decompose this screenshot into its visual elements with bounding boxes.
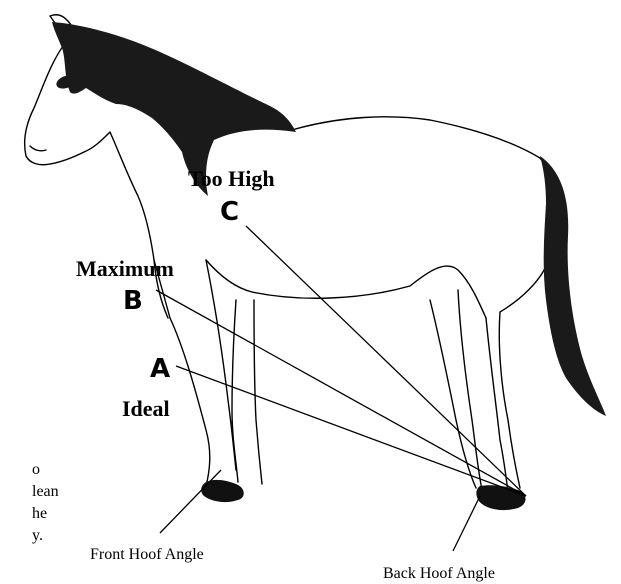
label-c: C (220, 197, 239, 227)
label-a: A (150, 354, 170, 384)
back-pointer-line (453, 496, 480, 551)
side-text-line-1: o (32, 461, 40, 478)
line-c (246, 226, 526, 496)
label-front-hoof-angle: Front Hoof Angle (90, 546, 204, 563)
side-text-line-4: y. (32, 527, 43, 544)
side-text-line-2: lean (32, 483, 59, 500)
label-too-high: Too High (188, 166, 275, 191)
label-maximum: Maximum (76, 256, 174, 281)
tail-shape (540, 156, 606, 416)
side-text-line-3: he (32, 505, 47, 522)
angle-lines (156, 226, 526, 551)
label-b: B (123, 286, 143, 316)
line-b (156, 290, 526, 496)
label-back-hoof-angle: Back Hoof Angle (383, 565, 495, 582)
front-pointer-line (160, 470, 221, 533)
label-ideal: Ideal (122, 396, 170, 421)
